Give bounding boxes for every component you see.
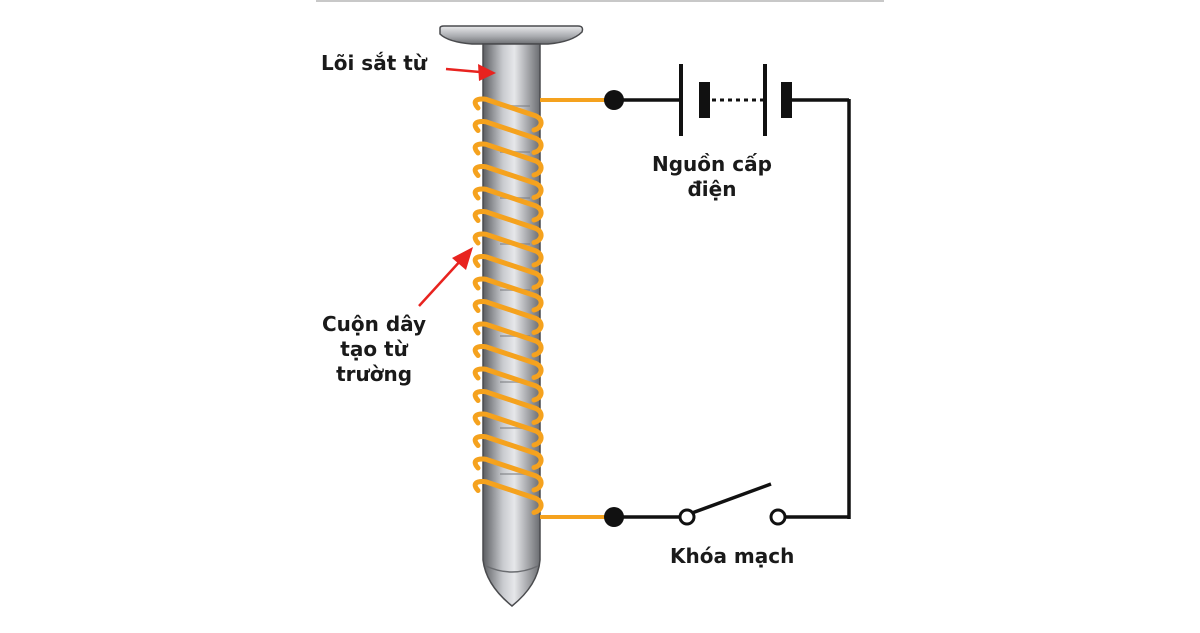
terminal-dot-top xyxy=(604,90,624,110)
coil-turn xyxy=(472,186,544,223)
power-label-line-2: điện xyxy=(687,177,737,201)
coil-winding xyxy=(472,96,544,515)
power-label-line-1: Nguồn cấp xyxy=(652,152,772,176)
coil-turn xyxy=(472,119,544,155)
coil-label: Cuộn dây tạo từ trường xyxy=(322,312,426,387)
core-label: Lõi sắt từ xyxy=(321,51,428,75)
power-source-label: Nguồn cấp điện xyxy=(652,152,772,202)
coil-label-line-2: tạo từ xyxy=(340,337,408,361)
coil-turn xyxy=(472,96,544,133)
coil-turn xyxy=(472,164,544,200)
coil-turn xyxy=(472,366,544,403)
switch-label: Khóa mạch xyxy=(670,544,795,568)
terminal-dot-bottom xyxy=(604,507,624,527)
coil-label-line-3: trường xyxy=(336,362,413,386)
coil-turn xyxy=(472,299,544,335)
coil-turn xyxy=(472,456,544,493)
coil-turn xyxy=(472,231,544,268)
coil-turn xyxy=(472,344,544,380)
switch-icon xyxy=(678,482,787,526)
coil-turn xyxy=(472,254,544,290)
battery-icon xyxy=(679,64,792,136)
coil-turn xyxy=(472,389,544,425)
coil-turn xyxy=(472,479,544,515)
arrow-to-coil xyxy=(418,247,473,307)
coil-turn xyxy=(472,411,544,448)
coil-turn xyxy=(472,276,544,313)
coil-turn xyxy=(472,434,544,470)
coil-turn xyxy=(472,209,544,245)
coil-label-line-1: Cuộn dây xyxy=(322,312,427,336)
coil-turn xyxy=(472,321,544,358)
coil-turn xyxy=(472,141,544,178)
circuit-wire xyxy=(614,98,851,519)
arrow-to-core xyxy=(445,64,496,81)
